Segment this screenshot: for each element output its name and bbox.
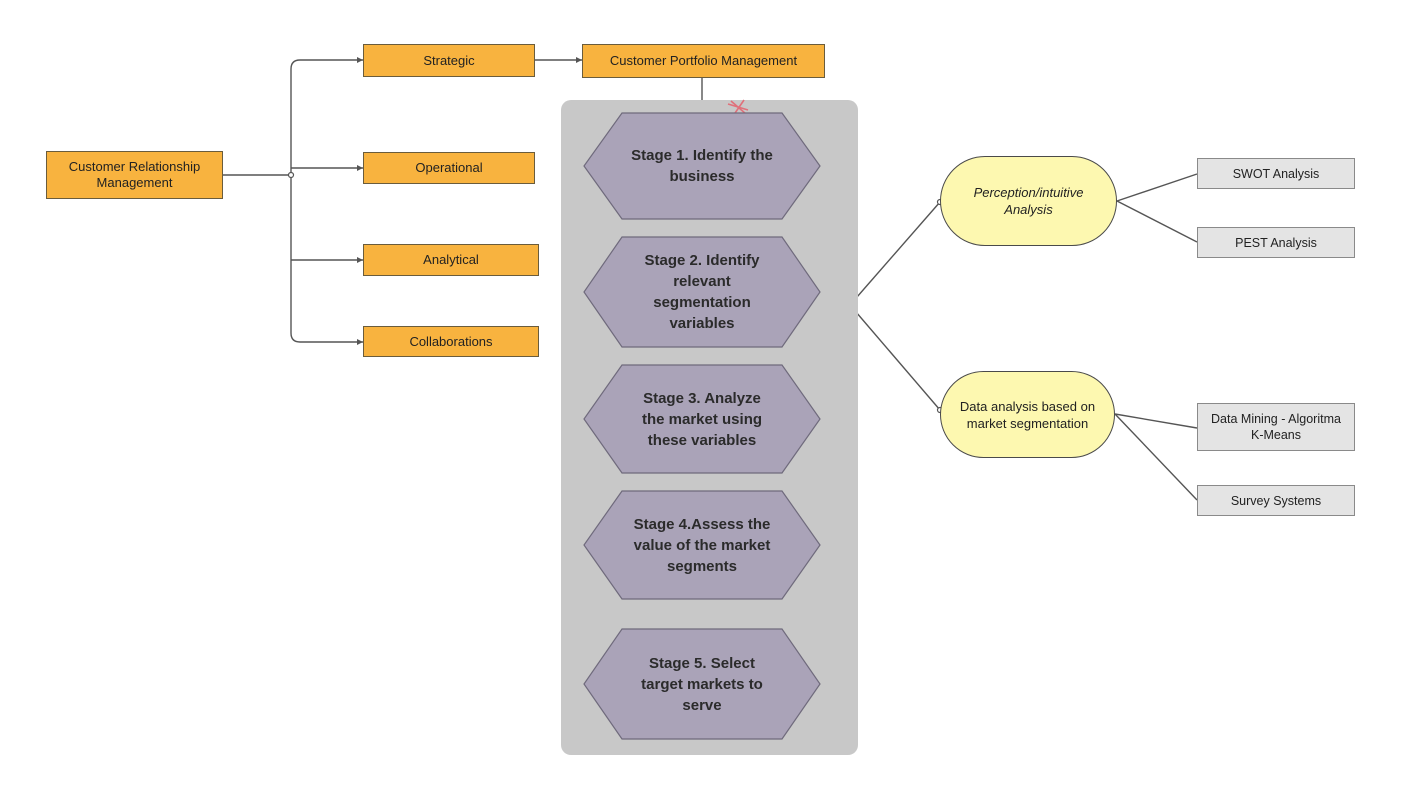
stage-5-label: Stage 5. Select target markets to serve bbox=[641, 654, 763, 714]
crm-root-label: Customer Relationship Management bbox=[68, 159, 201, 190]
arrow-analytical bbox=[357, 257, 363, 263]
pest-connector bbox=[1116, 200, 1198, 243]
analytical-label: Analytical bbox=[423, 252, 479, 267]
portfolio-label: Customer Portfolio Management bbox=[609, 53, 798, 68]
arrow-collaborations bbox=[357, 339, 363, 345]
stage-3-shape bbox=[583, 364, 821, 474]
stage-2-hexagon[interactable]: Stage 2. Identify relevant segmentation … bbox=[583, 236, 821, 348]
analytical-node[interactable]: Analytical bbox=[363, 244, 539, 276]
strategic-label: Strategic bbox=[423, 52, 475, 68]
arrow-portfolio bbox=[576, 57, 582, 63]
data-mining-label: Data Mining - Algoritma K-Means bbox=[1211, 412, 1341, 442]
perception-connector bbox=[849, 201, 941, 306]
survey-connector bbox=[1114, 413, 1198, 501]
collaborations-label: Collaborations bbox=[409, 333, 493, 349]
arrow-operational bbox=[357, 165, 363, 171]
swot-connector bbox=[1116, 173, 1198, 202]
data-mining-node[interactable]: Data Mining - Algoritma K-Means bbox=[1197, 403, 1355, 451]
stage-5-shape bbox=[583, 628, 821, 740]
stage-1-label: Stage 1. Identify the business bbox=[631, 147, 773, 185]
stage-5-hexagon[interactable]: Stage 5. Select target markets to serve bbox=[583, 628, 821, 740]
collaborations-node[interactable]: Collaborations bbox=[363, 326, 539, 357]
operational-node[interactable]: Operational bbox=[363, 152, 535, 184]
strategic-node[interactable]: Strategic bbox=[363, 44, 535, 77]
data-analysis-label: Data analysis based on market segmentati… bbox=[959, 398, 1096, 431]
survey-systems-label: Survey Systems bbox=[1230, 493, 1322, 508]
stage-2-shape bbox=[583, 236, 821, 348]
perception-analysis-node[interactable]: Perception/intuitive Analysis bbox=[940, 156, 1117, 246]
stage-3-hexagon[interactable]: Stage 3. Analyze the market using these … bbox=[583, 364, 821, 474]
survey-systems-node[interactable]: Survey Systems bbox=[1197, 485, 1355, 516]
swot-analysis-node[interactable]: SWOT Analysis bbox=[1197, 158, 1355, 189]
data-analysis-node[interactable]: Data analysis based on market segmentati… bbox=[940, 371, 1115, 458]
junction-dot-crm bbox=[287, 171, 295, 179]
data-analysis-connector bbox=[849, 304, 941, 411]
operational-label: Operational bbox=[415, 160, 483, 175]
mining-connector bbox=[1114, 413, 1198, 429]
stage-3-label: Stage 3. Analyze the market using these … bbox=[641, 389, 763, 449]
stage-1-shape bbox=[583, 112, 821, 220]
perception-analysis-label: Perception/intuitive Analysis bbox=[973, 185, 1084, 217]
swot-analysis-label: SWOT Analysis bbox=[1232, 166, 1320, 181]
branch-trunk bbox=[290, 59, 363, 343]
stage-2-label: Stage 2. Identify relevant segmentation … bbox=[644, 252, 760, 332]
pest-analysis-label: PEST Analysis bbox=[1235, 235, 1317, 250]
stage-4-hexagon[interactable]: Stage 4.Assess the value of the market s… bbox=[583, 490, 821, 600]
pest-analysis-node[interactable]: PEST Analysis bbox=[1197, 227, 1355, 258]
stage-4-label: Stage 4.Assess the value of the market s… bbox=[633, 515, 771, 575]
arrow-strategic bbox=[357, 57, 363, 63]
stage-4-shape bbox=[583, 490, 821, 600]
crm-root-node[interactable]: Customer Relationship Management bbox=[46, 151, 223, 199]
portfolio-node[interactable]: Customer Portfolio Management bbox=[582, 44, 825, 78]
stage-1-hexagon[interactable]: Stage 1. Identify the business bbox=[583, 112, 821, 220]
